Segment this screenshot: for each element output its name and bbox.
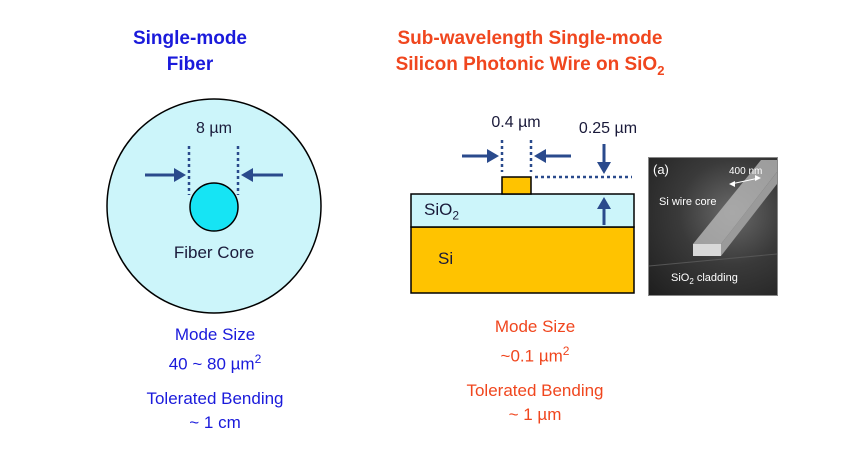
wire-mode-size-label: Mode Size [494,317,576,336]
core-dim-label: 8 µm [196,120,232,137]
wire-bending-label: Tolerated Bending [466,380,604,400]
wire-title-line2: Silicon Photonic Wire on SiO2 [395,54,665,78]
wire-mode-size-value: ~0.1 µm2 [500,344,570,366]
sem-wire-graphic [649,160,777,267]
fiber-bending-value: ~ 1 cm [189,412,241,432]
fiber-mode-size-value: 40 ~ 80 µm2 [168,352,262,374]
wire-specs: Mode Size ~0.1 µm2 Tolerated Bending ~ 1… [430,315,640,427]
fiber-core [189,182,239,232]
fiber-title-line2: Fiber [166,54,214,75]
fiber-title-line1: Single-mode [132,28,247,49]
sio2-label: SiO2 [424,200,460,223]
wire-bending-value: ~ 1 µm [508,404,562,424]
height-arrow-up-icon [597,197,611,225]
height-dim-label: 0.25 µm [578,120,638,137]
wire-title-line1: Sub-wavelength Single-mode [397,28,663,49]
sem-image: (a) 400 nm Si wire core SiO2 cladding [648,157,778,296]
wire-title: Sub-wavelength Single-mode Silicon Photo… [340,26,720,84]
fiber-core-label: Fiber Core [173,243,255,262]
si-label: Si [438,249,454,268]
width-arrow-left-icon [534,149,571,163]
arrow-right-icon [145,168,186,182]
si-substrate [410,226,635,294]
fiber-bending-label: Tolerated Bending [146,388,284,408]
si-wire-core [501,176,532,195]
sem-panel-label: (a) [653,162,669,177]
fiber-specs: Mode Size 40 ~ 80 µm2 Tolerated Bending … [110,323,320,435]
sem-scale-label: 400 nm [729,166,763,177]
sio2-layer [410,193,635,228]
fiber-mode-size-label: Mode Size [174,325,256,344]
fiber-title: Single-mode Fiber [90,26,290,78]
width-arrow-right-icon [462,149,499,163]
sem-cladding-label: SiO2 cladding [671,272,738,287]
width-dim-label: 0.4 µm [491,114,541,131]
sem-core-label: Si wire core [659,196,717,208]
arrow-left-icon [241,168,283,182]
height-arrow-down-icon [597,144,611,174]
